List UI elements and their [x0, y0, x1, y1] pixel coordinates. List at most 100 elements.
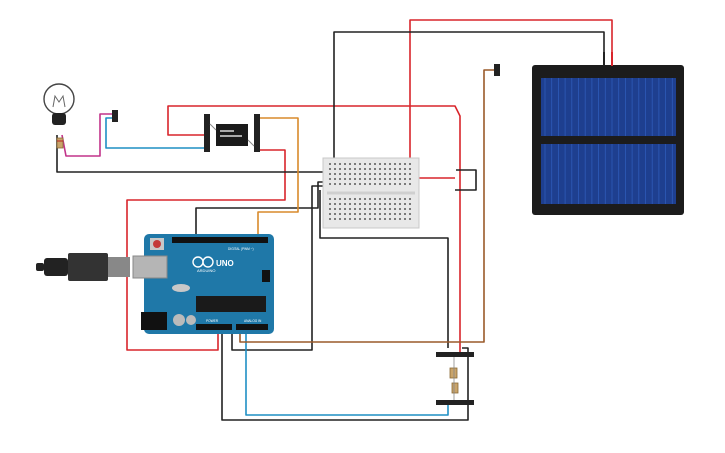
breadboard-hole [339, 173, 341, 175]
breadboard-hole [354, 178, 356, 180]
breadboard-mini[interactable] [322, 157, 420, 229]
wire-blue-analog[interactable] [245, 330, 449, 416]
wire-pink-bulb[interactable] [61, 113, 112, 157]
breadboard-hole [359, 178, 361, 180]
breadboard-hole [394, 173, 396, 175]
breadboard-hole [384, 178, 386, 180]
resistor-icon[interactable] [56, 137, 64, 149]
breadboard-hole [359, 173, 361, 175]
breadboard-hole [384, 183, 386, 185]
breadboard-hole [409, 198, 411, 200]
wire-red-solar-top[interactable] [409, 19, 613, 179]
breadboard-hole [364, 183, 366, 185]
wire-black-sensor[interactable] [455, 169, 477, 191]
breadboard-hole [369, 168, 371, 170]
breadboard-hole [369, 178, 371, 180]
wire-brown-sensor[interactable] [239, 69, 494, 343]
breadboard-hole [354, 168, 356, 170]
sensor-header-top[interactable] [436, 352, 474, 357]
wire-black-arduino-a[interactable] [231, 185, 338, 351]
breadboard-hole [409, 168, 411, 170]
sensor-resistor[interactable] [449, 357, 459, 400]
solar-panel[interactable] [532, 52, 684, 215]
breadboard-hole [379, 208, 381, 210]
breadboard-hole [354, 198, 356, 200]
breadboard-hole [394, 218, 396, 220]
breadboard-hole [349, 218, 351, 220]
breadboard-hole [374, 163, 376, 165]
power-header[interactable] [196, 324, 232, 330]
breadboard-hole [354, 173, 356, 175]
breadboard-hole [374, 198, 376, 200]
header-icon [112, 110, 118, 122]
breadboard-hole [334, 168, 336, 170]
breadboard-hole [329, 168, 331, 170]
sensor-header-bottom[interactable] [436, 400, 474, 405]
relay-header-left [204, 114, 210, 152]
wire-black-arduino-gnd[interactable] [195, 181, 338, 236]
breadboard-hole [394, 168, 396, 170]
capacitor-2 [186, 315, 196, 325]
breadboard-hole [354, 163, 356, 165]
usb-cable-body [44, 258, 68, 276]
breadboard-hole [379, 178, 381, 180]
wire-orange-relay[interactable] [257, 117, 299, 236]
usb-cable[interactable] [36, 253, 130, 281]
breadboard-holes [329, 163, 411, 220]
breadboard-hole [334, 198, 336, 200]
breadboard-hole [339, 218, 341, 220]
breadboard-hole [354, 213, 356, 215]
breadboard-hole [379, 168, 381, 170]
breadboard-hole [334, 213, 336, 215]
wire-black-gnd-bottom[interactable] [221, 330, 469, 421]
breadboard-hole [329, 198, 331, 200]
breadboard-hole [359, 218, 361, 220]
breadboard-hole [344, 183, 346, 185]
breadboard-hole [399, 173, 401, 175]
icsp-header [262, 270, 270, 282]
breadboard-hole [399, 168, 401, 170]
arduino-uno[interactable]: ARDUINO UNO DIGITAL (PWM ~) POWER ANALOG… [132, 234, 274, 334]
wire-black-breadboard-bottom[interactable] [319, 190, 449, 348]
wire-red-arduino-5v[interactable] [126, 149, 286, 351]
usb-plug-metal [108, 257, 130, 277]
breadboard-hole [374, 183, 376, 185]
breadboard-hole [404, 208, 406, 210]
breadboard-hole [384, 218, 386, 220]
light-bulb[interactable] [43, 83, 75, 149]
header-icon [436, 400, 474, 405]
breadboard-hole [364, 198, 366, 200]
wire-blue-relay[interactable] [105, 117, 205, 149]
breadboard-hole [384, 163, 386, 165]
breadboard-hole [379, 173, 381, 175]
breadboard-hole [339, 168, 341, 170]
breadboard-hole [384, 213, 386, 215]
relay[interactable] [204, 114, 260, 152]
breadboard-hole [384, 173, 386, 175]
power-header-label: POWER [206, 319, 219, 323]
header-pins-top[interactable] [494, 64, 500, 76]
breadboard-hole [369, 213, 371, 215]
breadboard-hole [349, 198, 351, 200]
breadboard-hole [394, 203, 396, 205]
breadboard-hole [384, 198, 386, 200]
breadboard-hole [389, 198, 391, 200]
wires [56, 19, 613, 421]
usb-port [132, 255, 168, 279]
breadboard-hole [394, 163, 396, 165]
breadboard-hole [399, 183, 401, 185]
breadboard-hole [344, 178, 346, 180]
breadboard-hole [379, 183, 381, 185]
header-pins-left[interactable] [112, 110, 118, 122]
breadboard-hole [339, 183, 341, 185]
breadboard-hole [354, 208, 356, 210]
relay-marking [220, 130, 234, 132]
arduino-model: UNO [216, 259, 234, 268]
breadboard-hole [369, 203, 371, 205]
solar-cell-bottom [541, 144, 676, 204]
breadboard-hole [409, 208, 411, 210]
analog-header[interactable] [236, 324, 268, 330]
digital-header[interactable] [172, 237, 268, 243]
breadboard-hole [404, 168, 406, 170]
solar-cell-lines [544, 78, 673, 204]
